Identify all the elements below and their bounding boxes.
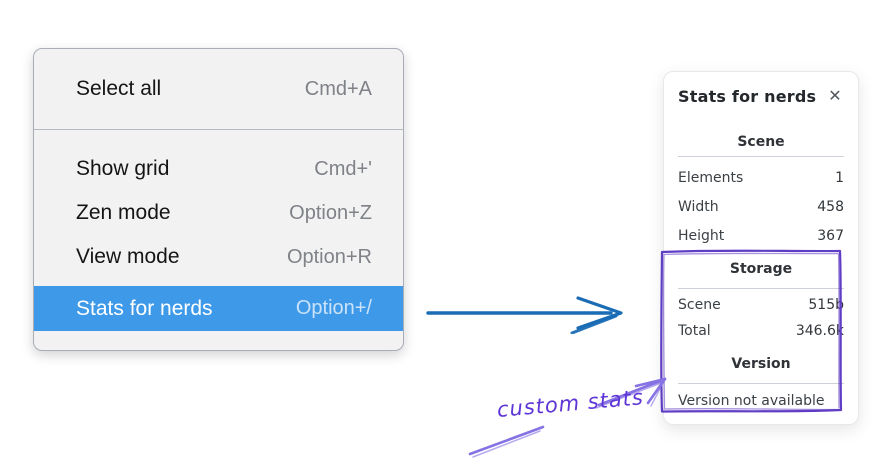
stat-value: 458	[817, 199, 844, 215]
context-menu: Select all Cmd+A Show grid Cmd+' Zen mod…	[33, 48, 404, 351]
stat-value: 515b	[808, 297, 844, 313]
stat-value: 367	[817, 228, 844, 244]
stat-value: 346.6k	[795, 323, 844, 339]
section-heading-version: Version	[731, 356, 791, 372]
menu-item-label: Stats for nerds	[76, 296, 213, 320]
menu-item-shortcut: Cmd+A	[304, 77, 372, 100]
close-icon[interactable]: ✕	[828, 86, 842, 105]
stat-row-width: Width 458	[678, 198, 844, 217]
stat-label: Width	[678, 199, 719, 215]
stat-label: Height	[678, 228, 725, 244]
menu-item-label: Zen mode	[76, 201, 171, 224]
stat-row-height: Height 367	[678, 227, 844, 246]
version-note: Version not available	[678, 393, 825, 409]
section-divider	[678, 288, 844, 289]
menu-item-view-mode[interactable]: View mode Option+R	[34, 235, 403, 279]
stat-label: Scene	[678, 297, 721, 313]
menu-item-show-grid[interactable]: Show grid Cmd+'	[34, 147, 403, 191]
menu-to-panel-arrow-icon	[426, 296, 623, 334]
menu-divider	[34, 129, 403, 130]
menu-item-label: View mode	[76, 245, 180, 268]
menu-item-shortcut: Option+Z	[289, 201, 372, 224]
stats-panel-header: Stats for nerds ✕	[678, 84, 844, 108]
section-heading-storage: Storage	[729, 261, 793, 277]
section-divider	[678, 156, 844, 157]
stat-row-elements: Elements 1	[678, 169, 844, 188]
stat-row-total-storage: Total 346.6k	[678, 322, 844, 341]
section-divider	[678, 383, 844, 384]
stat-label: Elements	[678, 170, 744, 186]
stats-panel: Stats for nerds ✕ Scene Elements 1 Width…	[663, 71, 859, 425]
menu-item-shortcut: Option+/	[295, 297, 372, 319]
menu-item-zen-mode[interactable]: Zen mode Option+Z	[34, 191, 403, 235]
storage-highlight-box	[660, 249, 843, 413]
custom-stats-arrow-icon	[468, 377, 667, 458]
section-heading-scene: Scene	[737, 134, 785, 150]
menu-item-stats-for-nerds[interactable]: Stats for nerds Option+/	[34, 286, 403, 331]
menu-item-label: Select all	[76, 77, 162, 100]
stats-panel-title: Stats for nerds	[678, 86, 817, 106]
stat-value: 1	[835, 170, 844, 186]
menu-section: Show grid Cmd+' Zen mode Option+Z View m…	[34, 130, 403, 331]
stat-row-scene-storage: Scene 515b	[678, 296, 844, 315]
menu-item-shortcut: Cmd+'	[314, 157, 372, 180]
menu-item-shortcut: Option+R	[286, 245, 372, 268]
menu-item-label: Show grid	[76, 157, 170, 180]
menu-item-select-all[interactable]: Select all Cmd+A	[34, 49, 403, 129]
stat-label: Total	[678, 323, 711, 339]
